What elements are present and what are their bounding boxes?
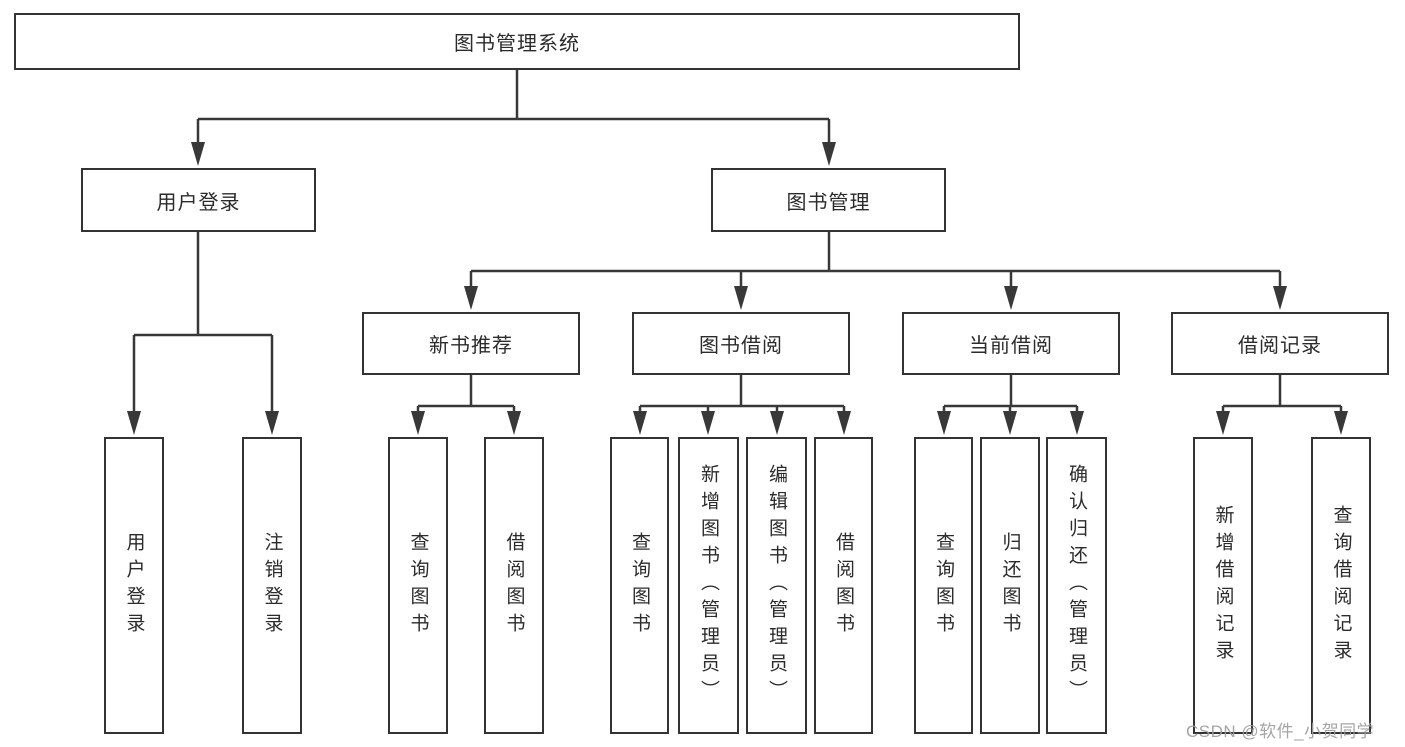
arrowhead [507,411,521,435]
arrowhead [411,411,425,435]
leaf-user-login: 用户登录 [104,437,164,734]
arrowhead [937,411,951,435]
node-label: 用户登录 [123,531,145,640]
arrowhead [633,411,647,435]
leaf-logout: 注销登录 [242,437,302,734]
node-label: 当前借阅 [969,335,1053,357]
node-label: 图书管理 [786,191,871,214]
node-label: 图书管理系统 [454,33,580,55]
node-new-book-recommend: 新书推荐 [362,312,580,375]
node-book-management: 图书管理 [711,168,946,232]
node-label: 新增借阅记录 [1212,504,1234,667]
arrowhead [1273,286,1287,310]
node-label: 查询图书 [407,531,429,640]
leaf-edit-book-admin: 编辑图书（管理员） [746,437,807,734]
node-label: 新书推荐 [429,335,513,357]
node-label: 用户登录 [156,191,241,214]
leaf-query-borrow-record: 查询借阅记录 [1311,437,1371,734]
arrowhead [265,411,279,435]
arrowhead [770,411,784,435]
leaf-borrow-books-recommend: 借阅图书 [484,437,544,734]
leaf-confirm-return-admin: 确认归还（管理员） [1046,437,1107,734]
csdn-watermark: CSDN @软件_小贺同学 [1186,722,1375,741]
leaf-query-books-current: 查询图书 [914,437,973,734]
arrowhead [837,411,851,435]
arrowhead [464,286,478,310]
arrowhead [1216,411,1230,435]
leaf-query-books-borrowing: 查询图书 [610,437,669,734]
arrowhead [734,286,748,310]
node-user-login: 用户登录 [81,168,316,232]
node-current-borrowing: 当前借阅 [902,312,1120,375]
arrowhead [1004,286,1018,310]
arrowhead [127,411,141,435]
arrowhead [822,142,836,166]
node-label: 查询图书 [933,531,954,640]
leaf-query-books-recommend: 查询图书 [388,437,448,734]
leaf-return-book: 归还图书 [980,437,1040,734]
arrowhead [1334,411,1348,435]
leaf-borrow-books-borrowing: 借阅图书 [814,437,873,734]
node-label: 借阅记录 [1238,335,1322,357]
node-library-management-system: 图书管理系统 [14,13,1020,70]
node-label: 查询图书 [629,531,650,640]
arrowhead [1070,411,1084,435]
node-label: 确认归还（管理员） [1066,464,1087,707]
node-borrowing-records: 借阅记录 [1171,312,1389,375]
node-label: 注销登录 [261,531,283,640]
node-book-borrowing: 图书借阅 [632,312,850,375]
arrowhead [191,142,205,166]
node-label: 新增图书（管理员） [698,464,719,707]
node-label: 借阅图书 [503,531,525,640]
node-label: 图书借阅 [699,335,783,357]
arrowhead [1003,411,1017,435]
leaf-add-book-admin: 新增图书（管理员） [678,437,739,734]
node-label: 归还图书 [999,531,1021,640]
node-label: 编辑图书（管理员） [766,464,787,707]
node-label: 借阅图书 [833,531,854,640]
node-label: 查询借阅记录 [1330,504,1352,667]
leaf-add-borrow-record: 新增借阅记录 [1193,437,1253,734]
arrowhead [701,411,715,435]
